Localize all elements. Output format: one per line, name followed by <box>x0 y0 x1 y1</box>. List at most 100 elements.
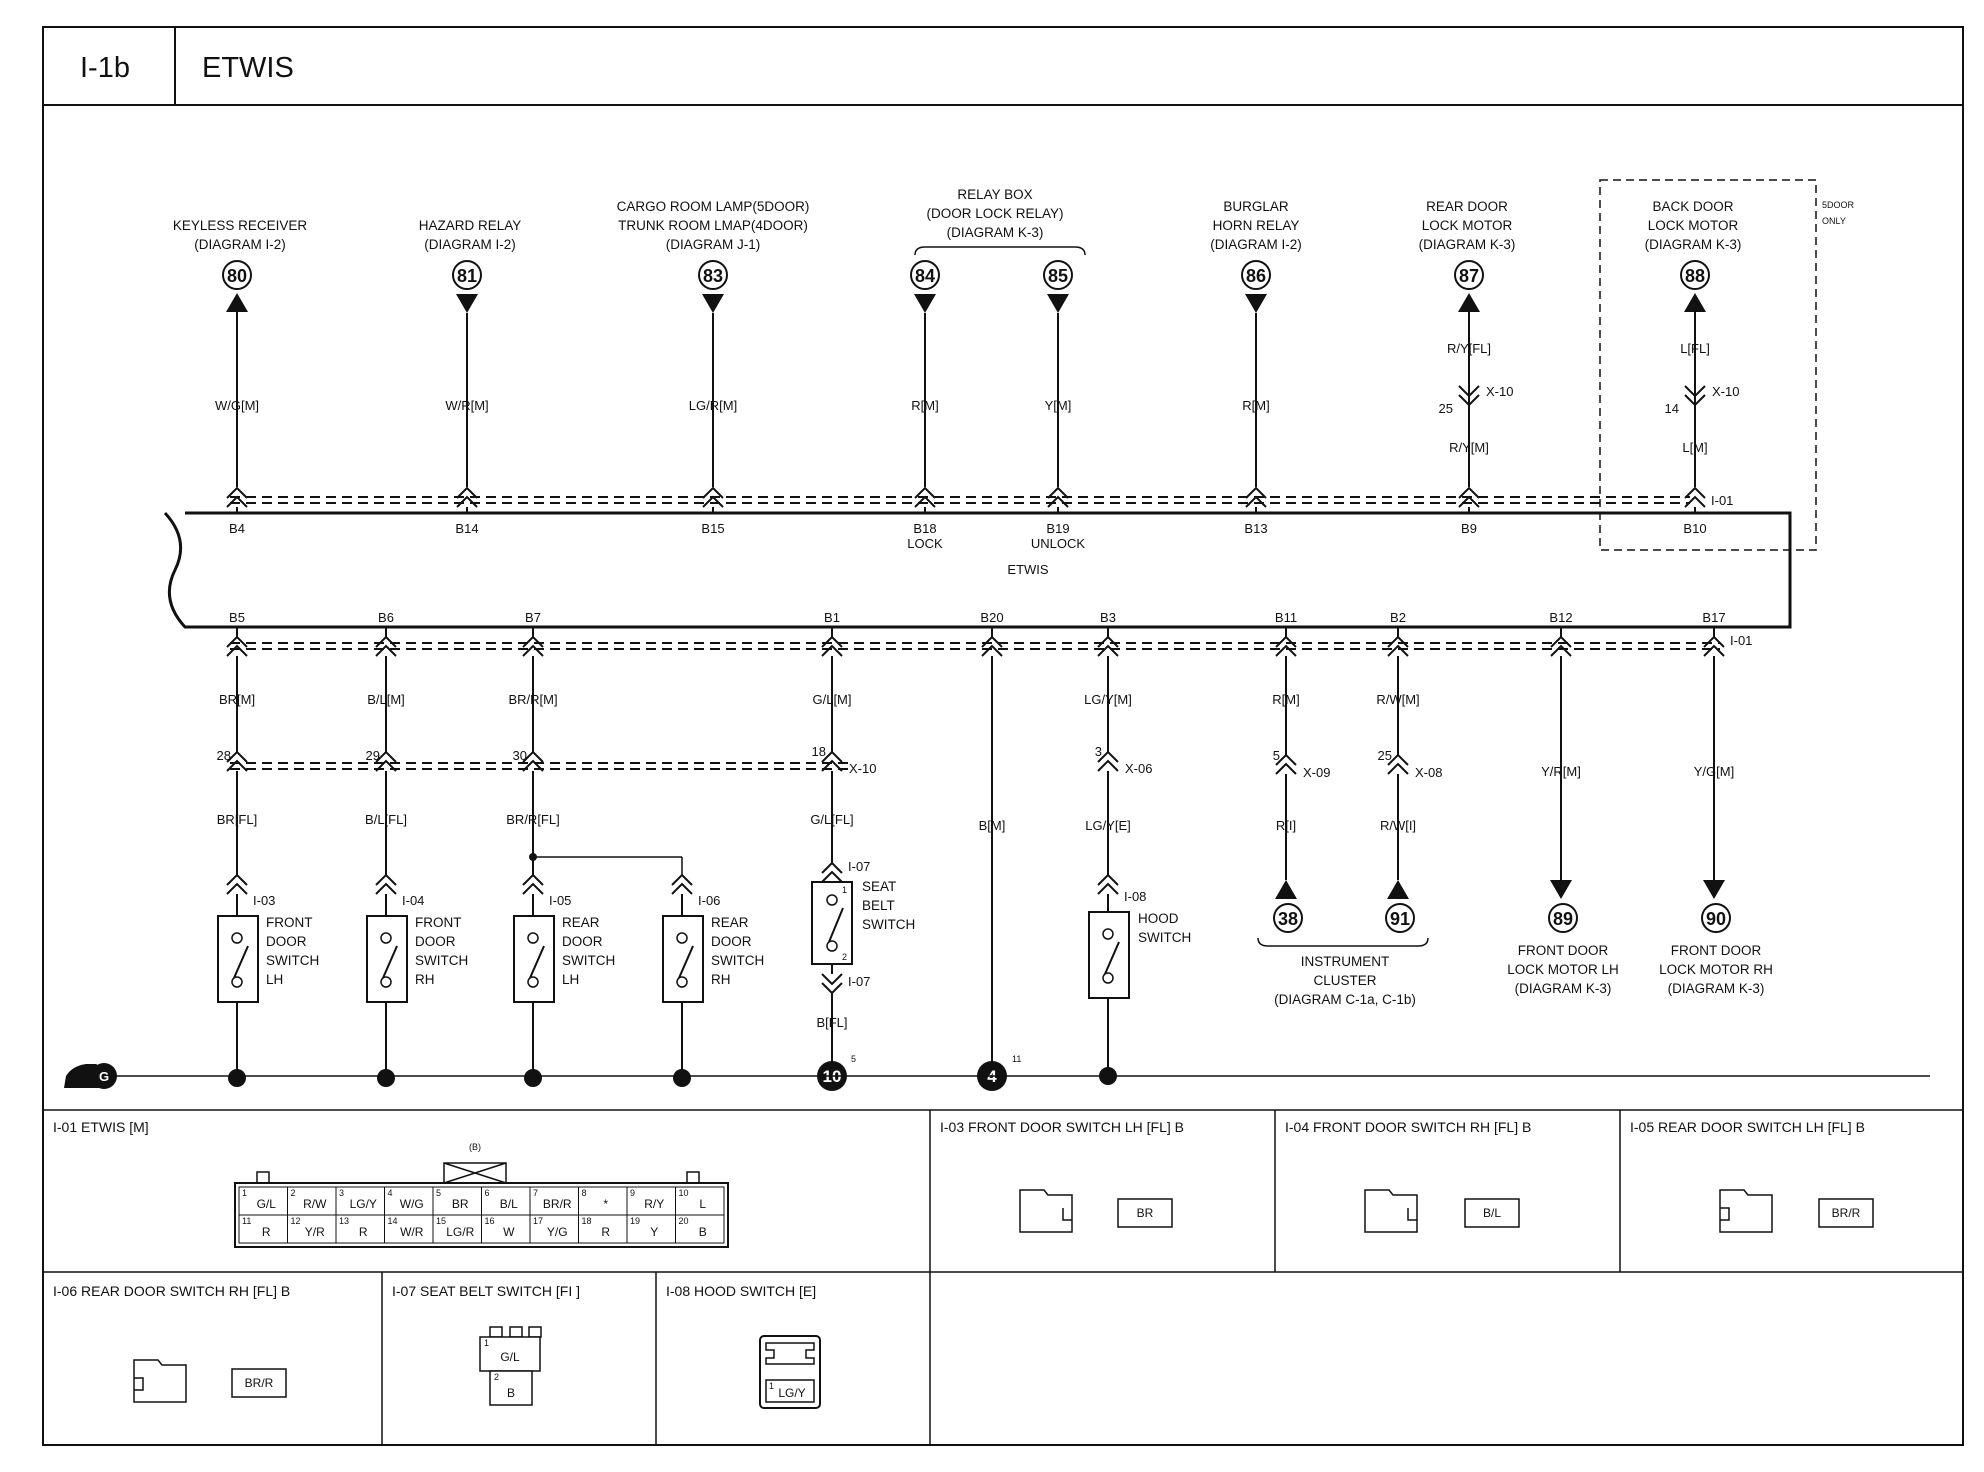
pin-label: B3 <box>1100 610 1116 625</box>
cluster-line2: CLUSTER <box>1313 973 1376 988</box>
cluster-line1: INSTRUMENT <box>1301 954 1390 969</box>
arrow-down-icon <box>914 294 936 313</box>
top-terminal-85: 85 Y[M] B19 UNLOCK <box>1031 260 1085 551</box>
inline-connector: X-08 <box>1415 765 1442 780</box>
svg-text:BELT: BELT <box>862 898 895 913</box>
switch-pin: 1 <box>842 885 847 895</box>
cell-wire-color: B/L <box>500 1197 518 1211</box>
top-terminal-86: BURGLAR HORN RELAY (DIAGRAM I-2) 86 R[M]… <box>1210 199 1302 536</box>
top-terminal-83: CARGO ROOM LAMP(5DOOR) TRUNK ROOM LMAP(4… <box>617 199 810 536</box>
bottom-terminal-b3: B3 LG/Y[M] 3 X-06 LG/Y[E] I-08 HOOD SWIT… <box>1084 610 1191 1085</box>
terminal-number: 88 <box>1685 266 1705 286</box>
connector-cell <box>481 1214 531 1244</box>
connector-housing-icon <box>1364 1189 1418 1233</box>
wire-color: R/Y[M] <box>1449 440 1489 455</box>
terminal-number: 89 <box>1553 909 1573 929</box>
wire-color: B/L[FL] <box>365 812 407 827</box>
cell-wire-color: R <box>262 1225 271 1239</box>
svg-text:RH: RH <box>415 972 435 987</box>
bottom-terminal-b7: B7 BR/R[M] 30 BR/R[FL] I-05 REAR DOOR SW… <box>506 610 683 1087</box>
connector-cell <box>626 1214 676 1244</box>
svg-text:SWITCH: SWITCH <box>562 953 615 968</box>
cell-pin-number: 4 <box>388 1188 393 1198</box>
wire-color: R/W[I] <box>1380 818 1416 833</box>
cluster-line3: (DIAGRAM C-1a, C-1b) <box>1274 992 1416 1007</box>
arrow-down-icon <box>1047 294 1069 313</box>
connector-cell <box>578 1186 628 1216</box>
svg-text:(DIAGRAM K-3): (DIAGRAM K-3) <box>1645 237 1742 252</box>
top-terminal-88: BACK DOOR LOCK MOTOR (DIAGRAM K-3) 88 L[… <box>1645 199 1742 536</box>
cell-pin-number: 17 <box>533 1216 543 1226</box>
bottom-terminal-b17: B17 I-01 Y/G[M] 90 FRONT DOOR LOCK MOTOR… <box>1659 610 1773 996</box>
svg-text:LOCK MOTOR: LOCK MOTOR <box>1422 218 1513 233</box>
inline-pin: 18 <box>812 744 826 759</box>
page-frame <box>42 26 1964 1446</box>
svg-text:SWITCH: SWITCH <box>1138 930 1191 945</box>
wire-color: LG/R[M] <box>689 398 737 413</box>
cell-pin-number: 3 <box>339 1188 344 1198</box>
wire-color: LG/Y[M] <box>1084 692 1132 707</box>
cell-wire-color: * <box>603 1197 608 1211</box>
inline-pin: 14 <box>1665 401 1679 416</box>
cell-pin-number: 6 <box>485 1188 490 1198</box>
connector-label: I-01 <box>1730 633 1752 648</box>
arrow-down-icon <box>702 294 724 313</box>
svg-text:2: 2 <box>494 1372 499 1382</box>
cell-wire-color: R <box>601 1225 610 1239</box>
cell-wire-color: B <box>699 1225 707 1239</box>
connector-label: I-05 <box>549 893 571 908</box>
door-switch-icon <box>662 915 704 1003</box>
pin-label: B7 <box>525 610 541 625</box>
svg-text:(DIAGRAM J-1): (DIAGRAM J-1) <box>666 237 761 252</box>
svg-text:(DIAGRAM I-2): (DIAGRAM I-2) <box>194 237 286 252</box>
hood-switch-icon <box>1088 911 1130 999</box>
wire-color: R[I] <box>1276 818 1296 833</box>
five-door-line2: ONLY <box>1822 216 1846 226</box>
cell-pin-number: 10 <box>679 1188 689 1198</box>
terminal-number: 80 <box>227 266 247 286</box>
svg-text:G: G <box>99 1069 109 1084</box>
ground-pin: 11 <box>1012 1054 1021 1064</box>
cell-wire-color: W <box>503 1225 515 1239</box>
svg-text:SEAT: SEAT <box>862 879 896 894</box>
svg-text:SWITCH: SWITCH <box>862 917 915 932</box>
panel-title: I-08 HOOD SWITCH [E] <box>666 1283 816 1299</box>
cell-pin-number: 11 <box>242 1216 251 1226</box>
svg-text:FRONT DOOR: FRONT DOOR <box>1518 943 1609 958</box>
pin-label: B11 <box>1275 610 1297 625</box>
cell-wire-color: Y/R <box>305 1225 325 1239</box>
cell-wire-color: R <box>359 1225 368 1239</box>
top-terminal-81: HAZARD RELAY (DIAGRAM I-2) 81 W/R[M] B14 <box>419 218 522 536</box>
wire-color: Y/G[M] <box>1694 764 1734 779</box>
switch-pin: 2 <box>842 952 847 962</box>
svg-text:LH: LH <box>562 972 579 987</box>
inline-connector: X-09 <box>1303 765 1330 780</box>
terminal-number: 84 <box>915 266 935 286</box>
wire-color: BR <box>1137 1206 1154 1220</box>
panel-title: I-05 REAR DOOR SWITCH LH [FL] B <box>1630 1119 1865 1135</box>
cell-pin-number: 12 <box>291 1216 301 1226</box>
cell-wire-color: BR/R <box>543 1197 572 1211</box>
bottom-terminal-b12: B12 Y/R[M] 89 FRONT DOOR LOCK MOTOR LH (… <box>1507 610 1619 996</box>
cell-pin-number: 15 <box>436 1216 446 1226</box>
svg-text:LH: LH <box>266 972 283 987</box>
connector-cell <box>238 1186 288 1216</box>
svg-text:DOOR: DOOR <box>562 934 603 949</box>
svg-text:REAR: REAR <box>711 915 749 930</box>
svg-text:LOCK MOTOR: LOCK MOTOR <box>1648 218 1739 233</box>
svg-text:SWITCH: SWITCH <box>266 953 319 968</box>
connector-i03: I-03 FRONT DOOR SWITCH LH [FL] B BR <box>940 1119 1184 1233</box>
ground-icon: G <box>64 1063 117 1089</box>
inline-pin: 3 <box>1095 744 1102 759</box>
svg-text:B: B <box>507 1386 515 1400</box>
bottom-terminal-b2: B2 R/W[M] 25 X-08 R/W[I] 91 <box>1376 610 1442 933</box>
connector-cell <box>384 1214 434 1244</box>
wire-color: B[FL] <box>816 1015 847 1030</box>
inline-pin: 30 <box>513 748 527 763</box>
terminal-number: 85 <box>1048 266 1068 286</box>
inline-pin: 29 <box>366 748 380 763</box>
pin-note: LOCK <box>907 536 943 551</box>
cluster-bracket <box>1257 937 1429 947</box>
connector-cell <box>238 1214 288 1244</box>
